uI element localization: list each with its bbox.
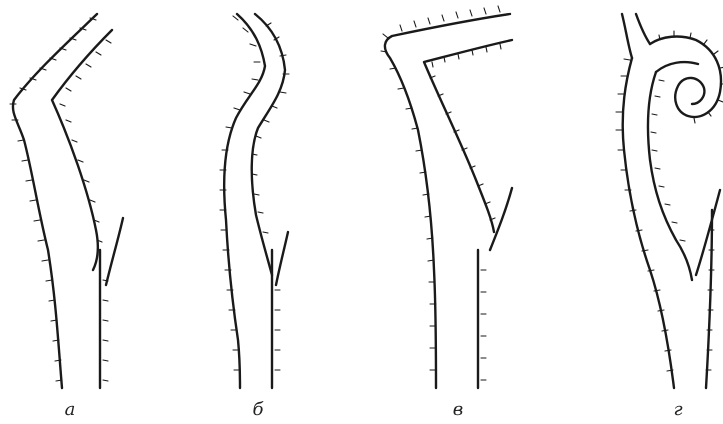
- panel-v-label: в: [438, 400, 478, 420]
- panel-a-kinked-vessel: [10, 14, 123, 388]
- panel-a-label: а: [50, 400, 90, 420]
- panel-b-s-curved-vessel: [220, 14, 289, 388]
- panel-v-sharply-bent-vessel: [381, 6, 512, 388]
- panel-b-label: б: [238, 400, 278, 420]
- panel-g-label: г: [658, 400, 698, 420]
- panel-g-coiled-vessel: [616, 14, 723, 388]
